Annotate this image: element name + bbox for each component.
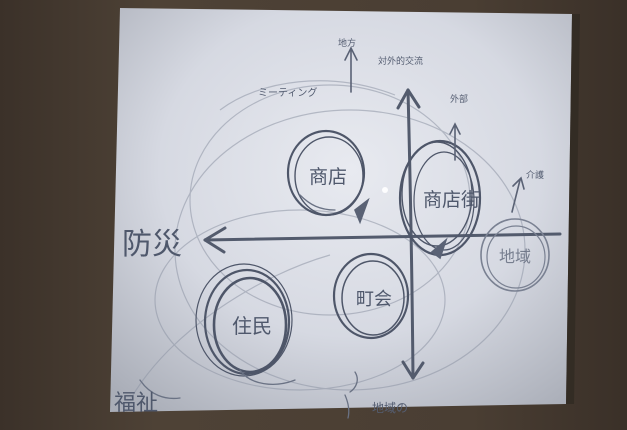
small-arrows	[344, 46, 525, 260]
node-label-right: 地域	[499, 247, 531, 266]
node-label-upper-right: 商店街	[423, 189, 480, 211]
projector-glare	[382, 187, 388, 193]
node-label-center: 町会	[356, 289, 392, 310]
bottom-axis-label: 地域の	[372, 401, 408, 415]
top-axis-label: 対外的交流	[378, 55, 423, 67]
right-small-note: 介護	[526, 169, 544, 181]
node-label-lower-left: 住民	[232, 314, 272, 338]
scribble-marks	[139, 194, 358, 419]
faint-sketch-lines	[129, 80, 526, 401]
bottom-left-label: 福祉	[114, 391, 158, 416]
projection-screen	[110, 8, 572, 412]
axes	[203, 88, 562, 380]
top-left-small-note: 地方	[338, 37, 356, 49]
top-right-small-note: 外部	[450, 93, 468, 105]
screen-edge-shadow	[566, 14, 580, 404]
left-axis-label: 防災	[122, 227, 182, 262]
top-left-note: ミーティング	[258, 86, 317, 99]
node-label-upper-left: 商店	[309, 166, 347, 188]
